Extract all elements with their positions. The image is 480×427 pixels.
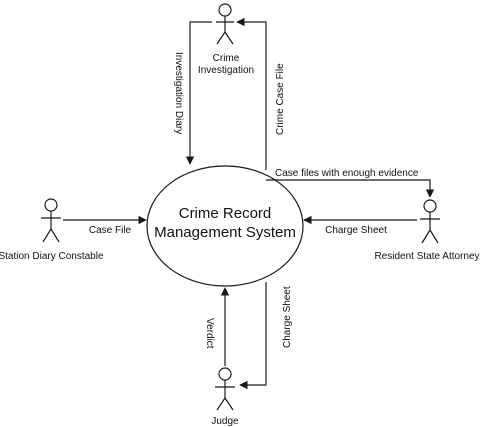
flow-investigation-diary-label: Investigation Diary [173, 52, 184, 134]
actor-judge [215, 367, 235, 411]
actor-resident-state-attorney-label: Resident State Attorney [374, 251, 479, 262]
actor-crime-investigation [216, 3, 234, 45]
system-title-line2: Management System [154, 224, 296, 241]
flow-charge-sheet-judge-arrow [239, 282, 267, 390]
system-title-line1: Crime Record [179, 205, 272, 222]
actor-station-diary-constable-label: Station Diary Constable [0, 251, 104, 262]
flow-verdict-label: Verdict [204, 318, 215, 349]
system-process-ellipse [146, 165, 304, 287]
flow-investigation-diary-arrow [185, 21, 212, 165]
flow-charge-sheet-judge-label: Charge Sheet [282, 286, 293, 348]
actor-station-diary-constable [41, 198, 61, 243]
actor-resident-state-attorney [420, 199, 440, 244]
flow-crime-case-file-arrow [236, 17, 267, 170]
flow-case-files-evidence-label: Case files with enough evidence [275, 168, 419, 179]
flow-case-file-label: Case File [89, 225, 132, 236]
actor-crime-investigation-label-line2: Investigation [198, 65, 254, 76]
actor-judge-label: Judge [211, 416, 239, 427]
flow-crime-case-file-label: Crime Case File [275, 63, 286, 135]
flow-case-files-evidence-arrow [266, 179, 435, 198]
flow-charge-sheet-attorney-label: Charge Sheet [325, 225, 387, 236]
actor-crime-investigation-label-line1: Crime [213, 53, 240, 64]
